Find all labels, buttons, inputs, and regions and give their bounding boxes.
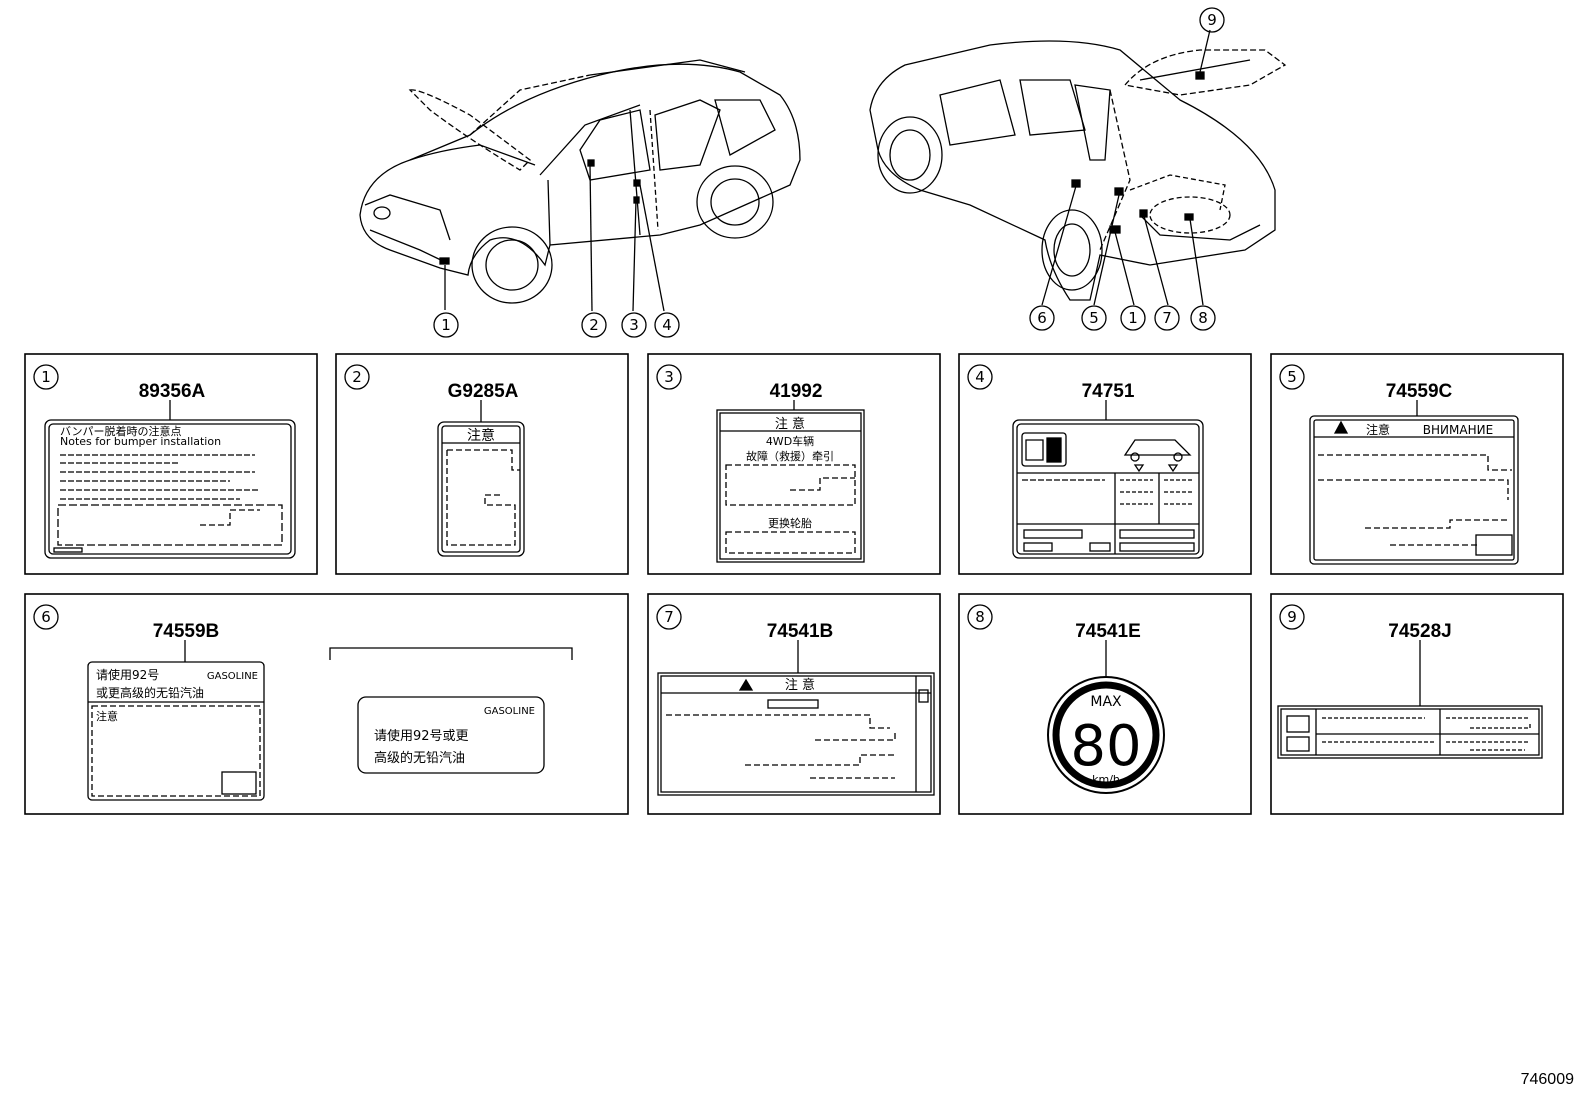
part-number-5: 74559C	[1386, 381, 1453, 402]
panel-2-id: 2	[352, 368, 362, 386]
label-3-artwork	[716, 400, 865, 563]
label-8-artwork	[1047, 640, 1165, 794]
part-number-7: 74541B	[767, 621, 834, 642]
callout-rear-9: 9	[1207, 11, 1217, 29]
panel-5-id: 5	[1287, 368, 1297, 386]
callout-front-4: 4	[662, 316, 672, 334]
part-number-9: 74528J	[1388, 621, 1451, 642]
label-3-line-2: 故障（救援）牵引	[746, 449, 834, 463]
callout-front-2: 2	[589, 316, 599, 334]
callout-front-3: 3	[629, 316, 639, 334]
label-2-title: 注意	[467, 427, 495, 444]
front-vehicle-illustration	[359, 59, 801, 312]
part-number-6: 74559B	[153, 621, 220, 642]
part-number-8: 74541E	[1075, 621, 1141, 642]
label-6-line-2: 或更高级的无铅汽油	[96, 685, 204, 700]
panel-9-id: 9	[1287, 608, 1297, 626]
label-4-artwork	[1012, 400, 1204, 559]
panel-corner-circles	[33, 364, 1305, 630]
label-3-title: 注 意	[775, 416, 805, 432]
panel-1-id: 1	[41, 368, 51, 386]
panel-8-id: 8	[975, 608, 985, 626]
callout-rear-5: 5	[1089, 309, 1099, 327]
part-number-3: 41992	[770, 381, 823, 402]
panel-frames	[24, 353, 1564, 815]
label-1-line-2: Notes for bumper installation	[60, 435, 221, 448]
label-6b-line-1: 请使用92号或更	[374, 728, 469, 744]
label-6-artwork	[87, 640, 573, 801]
label-6b-gasoline: GASOLINE	[484, 706, 535, 717]
panel-4-id: 4	[975, 368, 985, 386]
label-7-title: 注 意	[785, 677, 815, 693]
label-8-unit: km/h	[1092, 773, 1120, 786]
panel-3-id: 3	[664, 368, 674, 386]
label-8-max: MAX	[1090, 694, 1122, 710]
label-7-artwork	[657, 640, 935, 796]
label-6-caution: 注意	[96, 709, 118, 723]
label-3-line-1: 4WD车辆	[766, 434, 814, 448]
rear-vehicle-illustration	[869, 29, 1287, 306]
label-2-artwork	[437, 400, 525, 557]
part-number-2: G9285A	[448, 381, 519, 402]
label-1-artwork	[44, 400, 296, 559]
label-6-gasoline: GASOLINE	[207, 671, 258, 682]
label-8-speed: 80	[1070, 714, 1141, 779]
callout-rear-6: 6	[1037, 309, 1047, 327]
label-9-artwork	[1277, 640, 1543, 759]
label-1-line-1: バンパー脱着時の注意点	[60, 424, 182, 438]
label-5-caution: 注意	[1366, 422, 1390, 437]
part-number-4: 74751	[1082, 381, 1135, 402]
label-6b-line-2: 高级的无铅汽油	[374, 750, 465, 766]
label-5-artwork	[1309, 400, 1519, 565]
figure-id: 746009	[1520, 1071, 1574, 1088]
callout-rear-1: 1	[1128, 309, 1138, 327]
panel-6-id: 6	[41, 608, 51, 626]
callout-front-1: 1	[441, 316, 451, 334]
panel-7-id: 7	[664, 608, 674, 626]
callout-rear-7: 7	[1162, 309, 1172, 327]
part-number-1: 89356A	[139, 381, 206, 402]
callout-rear-8: 8	[1198, 309, 1208, 327]
label-3-line-3: 更换轮胎	[768, 516, 812, 530]
callout-circles	[433, 7, 1225, 338]
label-5-russian: ВНИМАНИЕ	[1423, 423, 1493, 437]
label-6-line-1: 请使用92号	[96, 667, 159, 682]
